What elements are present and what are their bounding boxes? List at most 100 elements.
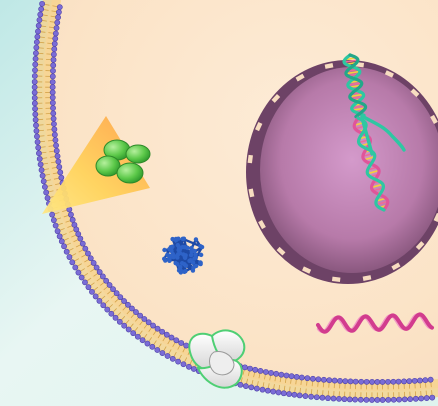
- dna-strand: [360, 116, 374, 156]
- lipid-head: [31, 78, 38, 85]
- base-pair: [376, 200, 388, 206]
- lipid-head: [49, 89, 56, 96]
- lipid-head: [390, 396, 397, 403]
- lipid-head: [34, 133, 40, 140]
- lipid-head: [53, 147, 60, 154]
- vesicle: [95, 155, 121, 177]
- lipid-head: [106, 282, 113, 288]
- lipid-head: [237, 381, 244, 388]
- lipid-head: [406, 378, 413, 385]
- protein-residue: [170, 253, 176, 258]
- lipid-head: [159, 350, 166, 356]
- lipid-head: [379, 379, 386, 385]
- protein-residue: [198, 252, 204, 258]
- lipid-head: [53, 142, 59, 149]
- lipid-head: [50, 105, 56, 111]
- lipid-head: [100, 302, 107, 309]
- lipid-head: [52, 222, 59, 229]
- protein-residue: [175, 261, 180, 267]
- lipid-head: [178, 340, 185, 346]
- lipid-head: [113, 290, 120, 297]
- protein-residue: [175, 255, 180, 260]
- lipid-head: [110, 286, 116, 293]
- lipid-head: [257, 368, 264, 374]
- nuclear-pore: [324, 63, 334, 69]
- lipid-head: [35, 144, 42, 151]
- protein-residue: [189, 245, 194, 251]
- lipid-head: [401, 378, 407, 385]
- lipid-head: [69, 259, 76, 266]
- protein-residue: [182, 262, 187, 267]
- protein-residue: [180, 236, 185, 241]
- lipid-head: [31, 73, 38, 79]
- lipid-head: [139, 337, 146, 344]
- lipid-head: [75, 269, 82, 276]
- dna-strand: [356, 116, 386, 212]
- lipid-head: [346, 396, 353, 403]
- lipid-head: [395, 378, 402, 385]
- nuclear-pore: [433, 212, 438, 223]
- lipid-head: [342, 378, 349, 385]
- lipid-head: [385, 396, 392, 403]
- lipid-head: [154, 347, 161, 353]
- lipid-head: [330, 395, 337, 402]
- lipid-head: [51, 126, 58, 133]
- lipid-head: [50, 217, 57, 224]
- lipid-head: [175, 358, 181, 365]
- lipid-head: [77, 235, 84, 242]
- nuclear-pore: [258, 220, 266, 230]
- lipid-head: [283, 372, 290, 379]
- lipid-head: [58, 174, 65, 181]
- lipid-head: [422, 377, 429, 384]
- lipid-head: [268, 370, 274, 376]
- lipid-head: [319, 394, 326, 401]
- protein-residue: [198, 261, 203, 267]
- lipid-head: [168, 334, 175, 341]
- lipid-head: [164, 353, 171, 359]
- nucleus: [246, 60, 438, 284]
- lipid-head: [296, 392, 303, 399]
- lipid-head: [186, 363, 192, 370]
- lipid-head: [52, 137, 59, 143]
- protein-residue: [176, 236, 181, 241]
- lipid-head: [51, 46, 58, 52]
- lipid-head: [304, 375, 311, 382]
- lipid-head: [35, 22, 42, 29]
- lipid-head: [130, 330, 137, 337]
- lipid-head: [49, 79, 56, 86]
- lipid-head: [337, 377, 343, 384]
- lipid-head: [104, 306, 111, 313]
- lipid-head: [310, 375, 316, 382]
- lipid-head: [390, 378, 397, 385]
- lipid-head: [33, 39, 40, 46]
- lipid-head: [50, 56, 57, 63]
- lipid-head: [369, 379, 375, 385]
- lipid-head: [117, 294, 124, 301]
- lipid-head: [82, 279, 88, 286]
- lipid-head: [374, 397, 381, 403]
- lipid-head: [150, 322, 156, 329]
- protein-residue: [178, 264, 183, 270]
- lipid-head: [291, 391, 298, 398]
- lipid-head: [144, 340, 151, 347]
- protein-residue: [175, 242, 180, 248]
- lipid-head: [72, 264, 79, 271]
- lipid-head: [429, 394, 436, 401]
- lipid-head: [96, 297, 103, 304]
- lipid-head: [190, 366, 197, 372]
- lipid-head: [352, 378, 359, 385]
- lipid-head: [396, 396, 403, 403]
- base-pair: [345, 70, 360, 75]
- lipid-head: [49, 211, 56, 218]
- base-pair: [351, 104, 366, 109]
- lipid-head: [37, 161, 44, 168]
- protein-residue: [167, 253, 172, 258]
- lipid-head: [149, 343, 156, 350]
- lipid-head: [31, 84, 38, 91]
- lipid-head: [411, 377, 418, 384]
- lipid-head: [298, 374, 305, 381]
- protein-residue: [183, 268, 188, 274]
- lipid-head: [51, 131, 58, 138]
- lipid-head: [36, 150, 42, 157]
- lipid-head: [54, 228, 61, 235]
